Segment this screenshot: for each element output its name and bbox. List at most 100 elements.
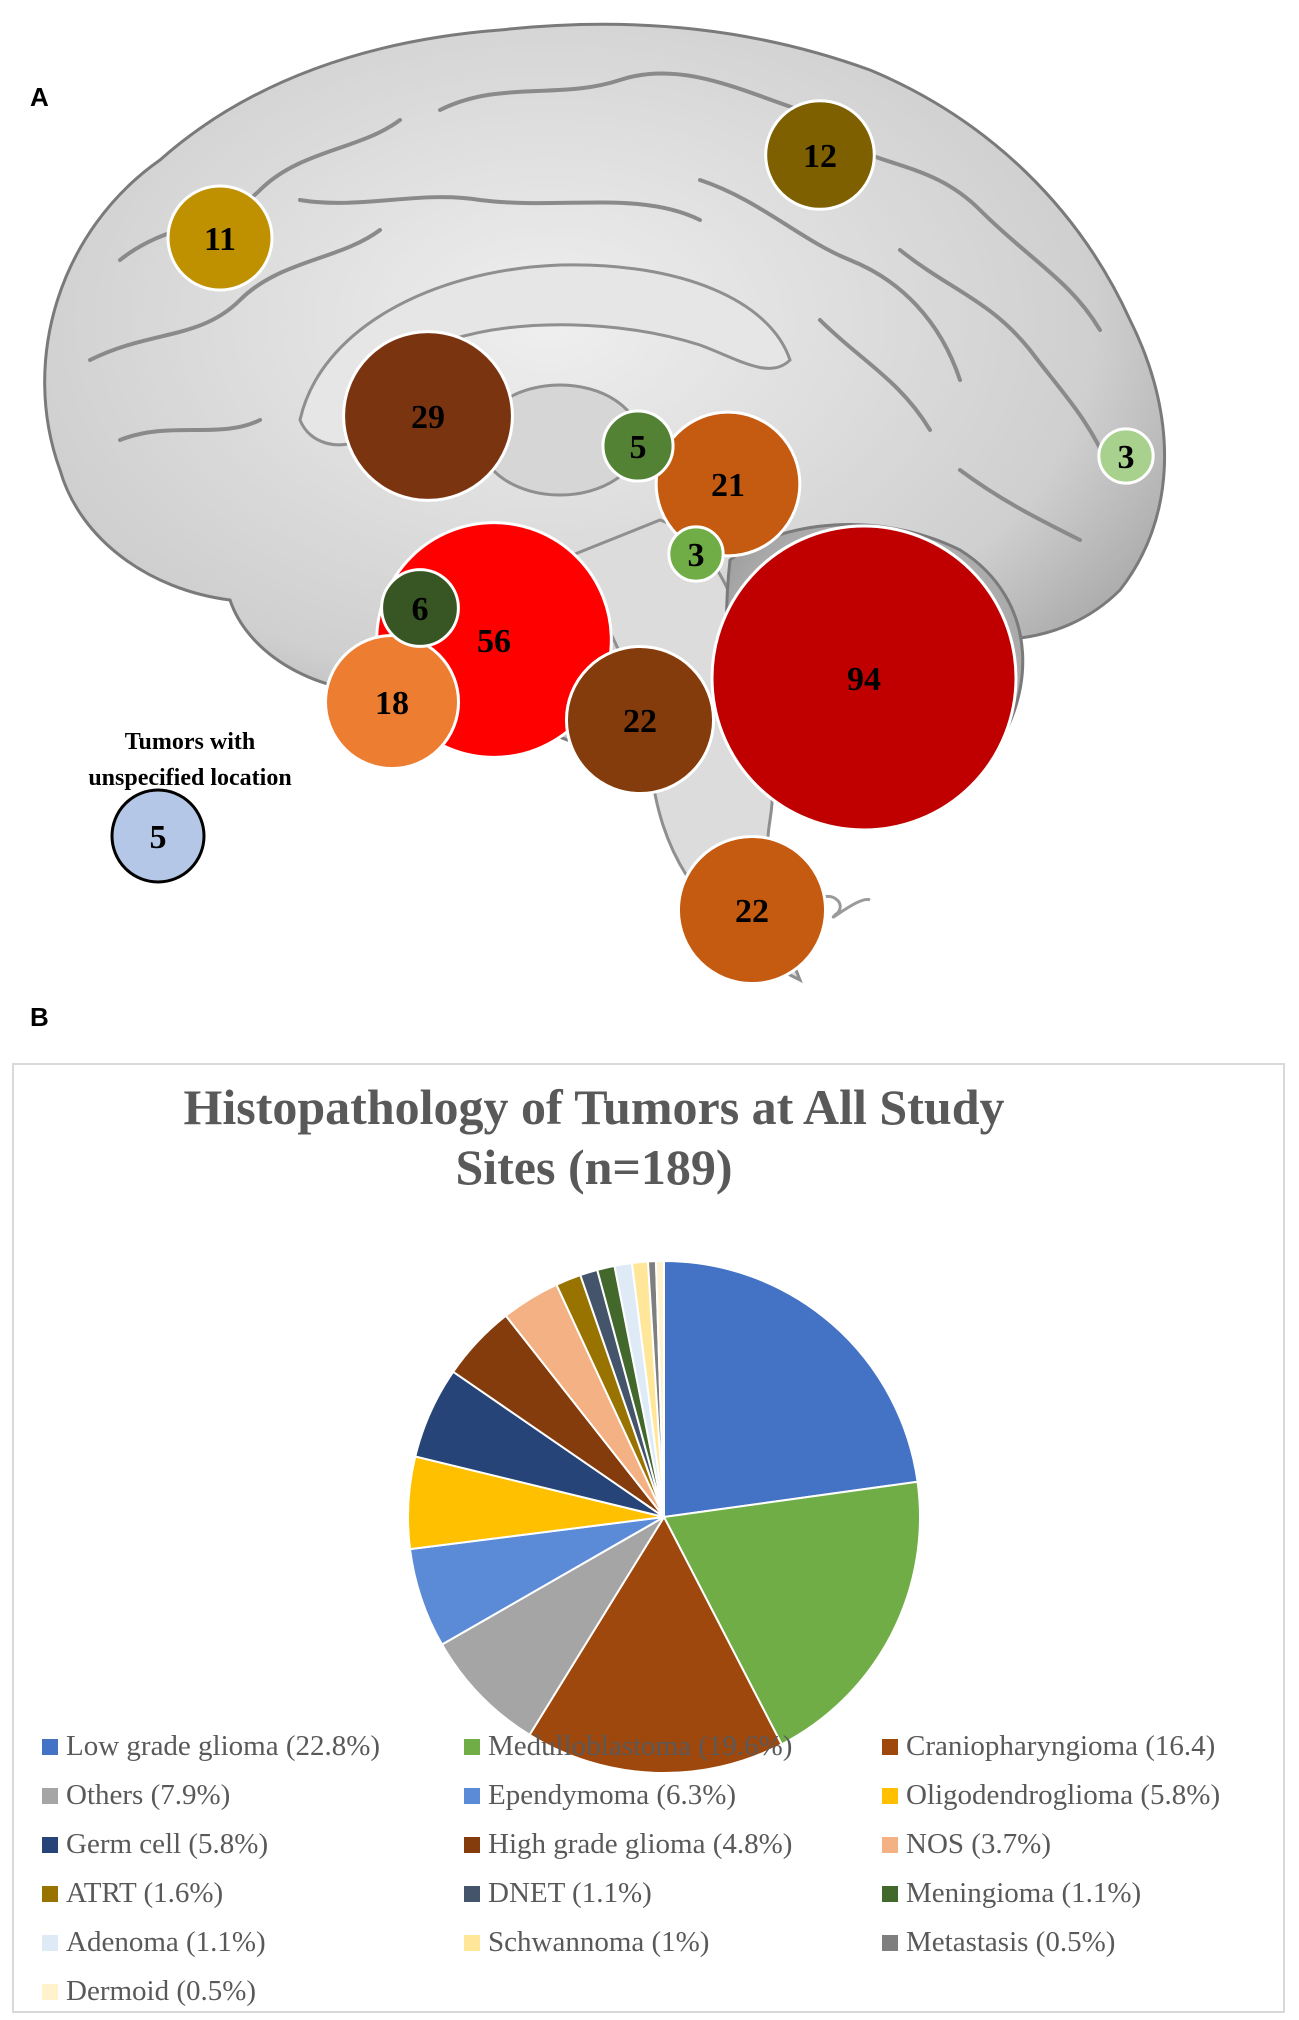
legend-item: Craniopharyngioma (16.4)	[882, 1730, 1215, 1763]
legend-label: Oligodendroglioma (5.8%)	[906, 1779, 1221, 1811]
tumor-bubble-count: 6	[412, 591, 429, 628]
legend-label: Adenoma (1.1%)	[66, 1926, 266, 1958]
legend-item: Metastasis (0.5%)	[882, 1926, 1115, 1959]
tumor-bubble-circle	[564, 644, 716, 796]
tumor-bubble: 29	[342, 330, 514, 502]
legend-swatch	[464, 1787, 480, 1804]
legend-swatch	[464, 1885, 480, 1902]
legend-label: Others (7.9%)	[66, 1779, 231, 1811]
legend-label: ATRT (1.6%)	[66, 1877, 224, 1909]
chart-title-line2: Sites (n=189)	[455, 1139, 733, 1195]
legend-swatch	[882, 1885, 898, 1902]
legend-label: Low grade glioma (22.8%)	[66, 1730, 381, 1762]
pie-slice	[440, 1516, 665, 1737]
legend-item: Ependymoma (6.3%)	[464, 1779, 736, 1812]
pie-chart-frame: Histopathology of Tumors at All Study Si…	[12, 1063, 1285, 2013]
gyri-lines	[88, 71, 1112, 542]
legend-label: High grade glioma (4.8%)	[488, 1828, 793, 1860]
tumor-bubble: 22	[676, 834, 828, 986]
tumor-bubble-count: 3	[688, 537, 705, 574]
legend-item: Meningioma (1.1%)	[882, 1877, 1141, 1910]
legend-item: DNET (1.1%)	[464, 1877, 652, 1910]
tumor-bubble-count: 3	[1118, 439, 1135, 476]
legend-swatch	[464, 1738, 480, 1755]
tumor-bubble-count: 12	[803, 138, 837, 175]
legend-swatch	[882, 1934, 898, 1951]
legend-item: Others (7.9%)	[42, 1779, 230, 1812]
legend-item: Medulloblastoma (19.6%)	[464, 1730, 792, 1763]
legend-swatch	[42, 1738, 58, 1755]
legend-swatch	[42, 1934, 58, 1951]
pie-chart	[407, 1259, 921, 1774]
legend-swatch	[882, 1738, 898, 1755]
legend-label: Dermoid (0.5%)	[66, 1975, 257, 2007]
legend-label: Medulloblastoma (19.6%)	[488, 1730, 793, 1762]
legend-label: NOS (3.7%)	[906, 1828, 1051, 1860]
unspecified-bubble-count: 5	[150, 819, 167, 856]
legend-swatch	[42, 1885, 58, 1902]
legend-swatch	[42, 1787, 58, 1804]
tumor-bubble-count: 94	[847, 661, 881, 698]
legend-label: DNET (1.1%)	[488, 1877, 652, 1909]
tumor-bubble-circle	[764, 99, 876, 211]
panel-label-b: B	[30, 1002, 49, 1032]
tumor-bubble: 94	[710, 524, 1018, 832]
tumor-bubble-count: 29	[411, 399, 445, 436]
tumor-bubble: 12	[764, 99, 876, 211]
tumor-bubble-circle	[166, 184, 274, 292]
artist-signature	[808, 894, 871, 919]
tumor-bubble-count: 21	[711, 467, 745, 504]
chart-legend: Low grade glioma (22.8%) Medulloblastoma …	[14, 1065, 1287, 2015]
chart-title-line1: Histopathology of Tumors at All Study	[183, 1079, 1005, 1135]
chart-title: Histopathology of Tumors at All Study Si…	[74, 1077, 1114, 1197]
legend-label: Craniopharyngioma (16.4)	[906, 1730, 1216, 1762]
legend-item: Germ cell (5.8%)	[42, 1828, 268, 1861]
unspecified-label-line2: unspecified location	[88, 765, 292, 791]
pie-slice	[662, 1480, 921, 1746]
pie-slice	[663, 1259, 919, 1519]
tumor-bubble-circle	[380, 568, 460, 648]
tumor-bubble-count: 22	[623, 703, 657, 740]
unspecified-bubble: 5	[110, 788, 206, 884]
legend-item: Low grade glioma (22.8%)	[42, 1730, 380, 1763]
tumor-bubble-circle	[667, 525, 725, 583]
tumor-bubble: 3	[1097, 427, 1155, 485]
legend-swatch	[42, 1983, 58, 2000]
legend-item: Adenoma (1.1%)	[42, 1926, 266, 1959]
tumor-bubble-circle	[676, 834, 828, 986]
legend-item: Dermoid (0.5%)	[42, 1975, 256, 2008]
pie-slice	[654, 1259, 665, 1518]
unspecified-location-label: Tumors with unspecified location	[80, 724, 300, 796]
tumor-bubble-circle	[601, 409, 675, 483]
tumor-bubble-count: 5	[630, 429, 647, 466]
tumor-bubble-count: 22	[735, 893, 769, 930]
tumor-bubble-count: 18	[375, 685, 409, 722]
legend-swatch	[882, 1787, 898, 1804]
tumor-bubble: 6	[380, 568, 460, 648]
tumor-bubble: 3	[667, 525, 725, 583]
unspecified-label-line1: Tumors with	[124, 729, 256, 755]
tumor-bubble: 21	[654, 410, 802, 558]
tumor-bubble: 18	[323, 633, 461, 771]
legend-item: NOS (3.7%)	[882, 1828, 1051, 1861]
tumor-bubble-circle	[654, 410, 802, 558]
legend-swatch	[464, 1836, 480, 1853]
tumor-bubble: 11	[166, 184, 274, 292]
legend-label: Germ cell (5.8%)	[66, 1828, 269, 1860]
legend-label: Schwannoma (1%)	[488, 1926, 710, 1958]
legend-item: Schwannoma (1%)	[464, 1926, 709, 1959]
legend-label: Ependymoma (6.3%)	[488, 1779, 737, 1811]
legend-item: High grade glioma (4.8%)	[464, 1828, 792, 1861]
unspecified-bubble-circle	[110, 788, 206, 884]
legend-swatch	[464, 1934, 480, 1951]
legend-item: Oligodendroglioma (5.8%)	[882, 1779, 1220, 1812]
tumor-bubble: 5	[601, 409, 675, 483]
legend-swatch	[882, 1836, 898, 1853]
pie-slice	[528, 1514, 783, 1774]
panel-label-a: A	[30, 82, 49, 112]
tumor-bubble-circle	[1097, 427, 1155, 485]
legend-swatch	[42, 1836, 58, 1853]
legend-label: Metastasis (0.5%)	[906, 1926, 1116, 1958]
